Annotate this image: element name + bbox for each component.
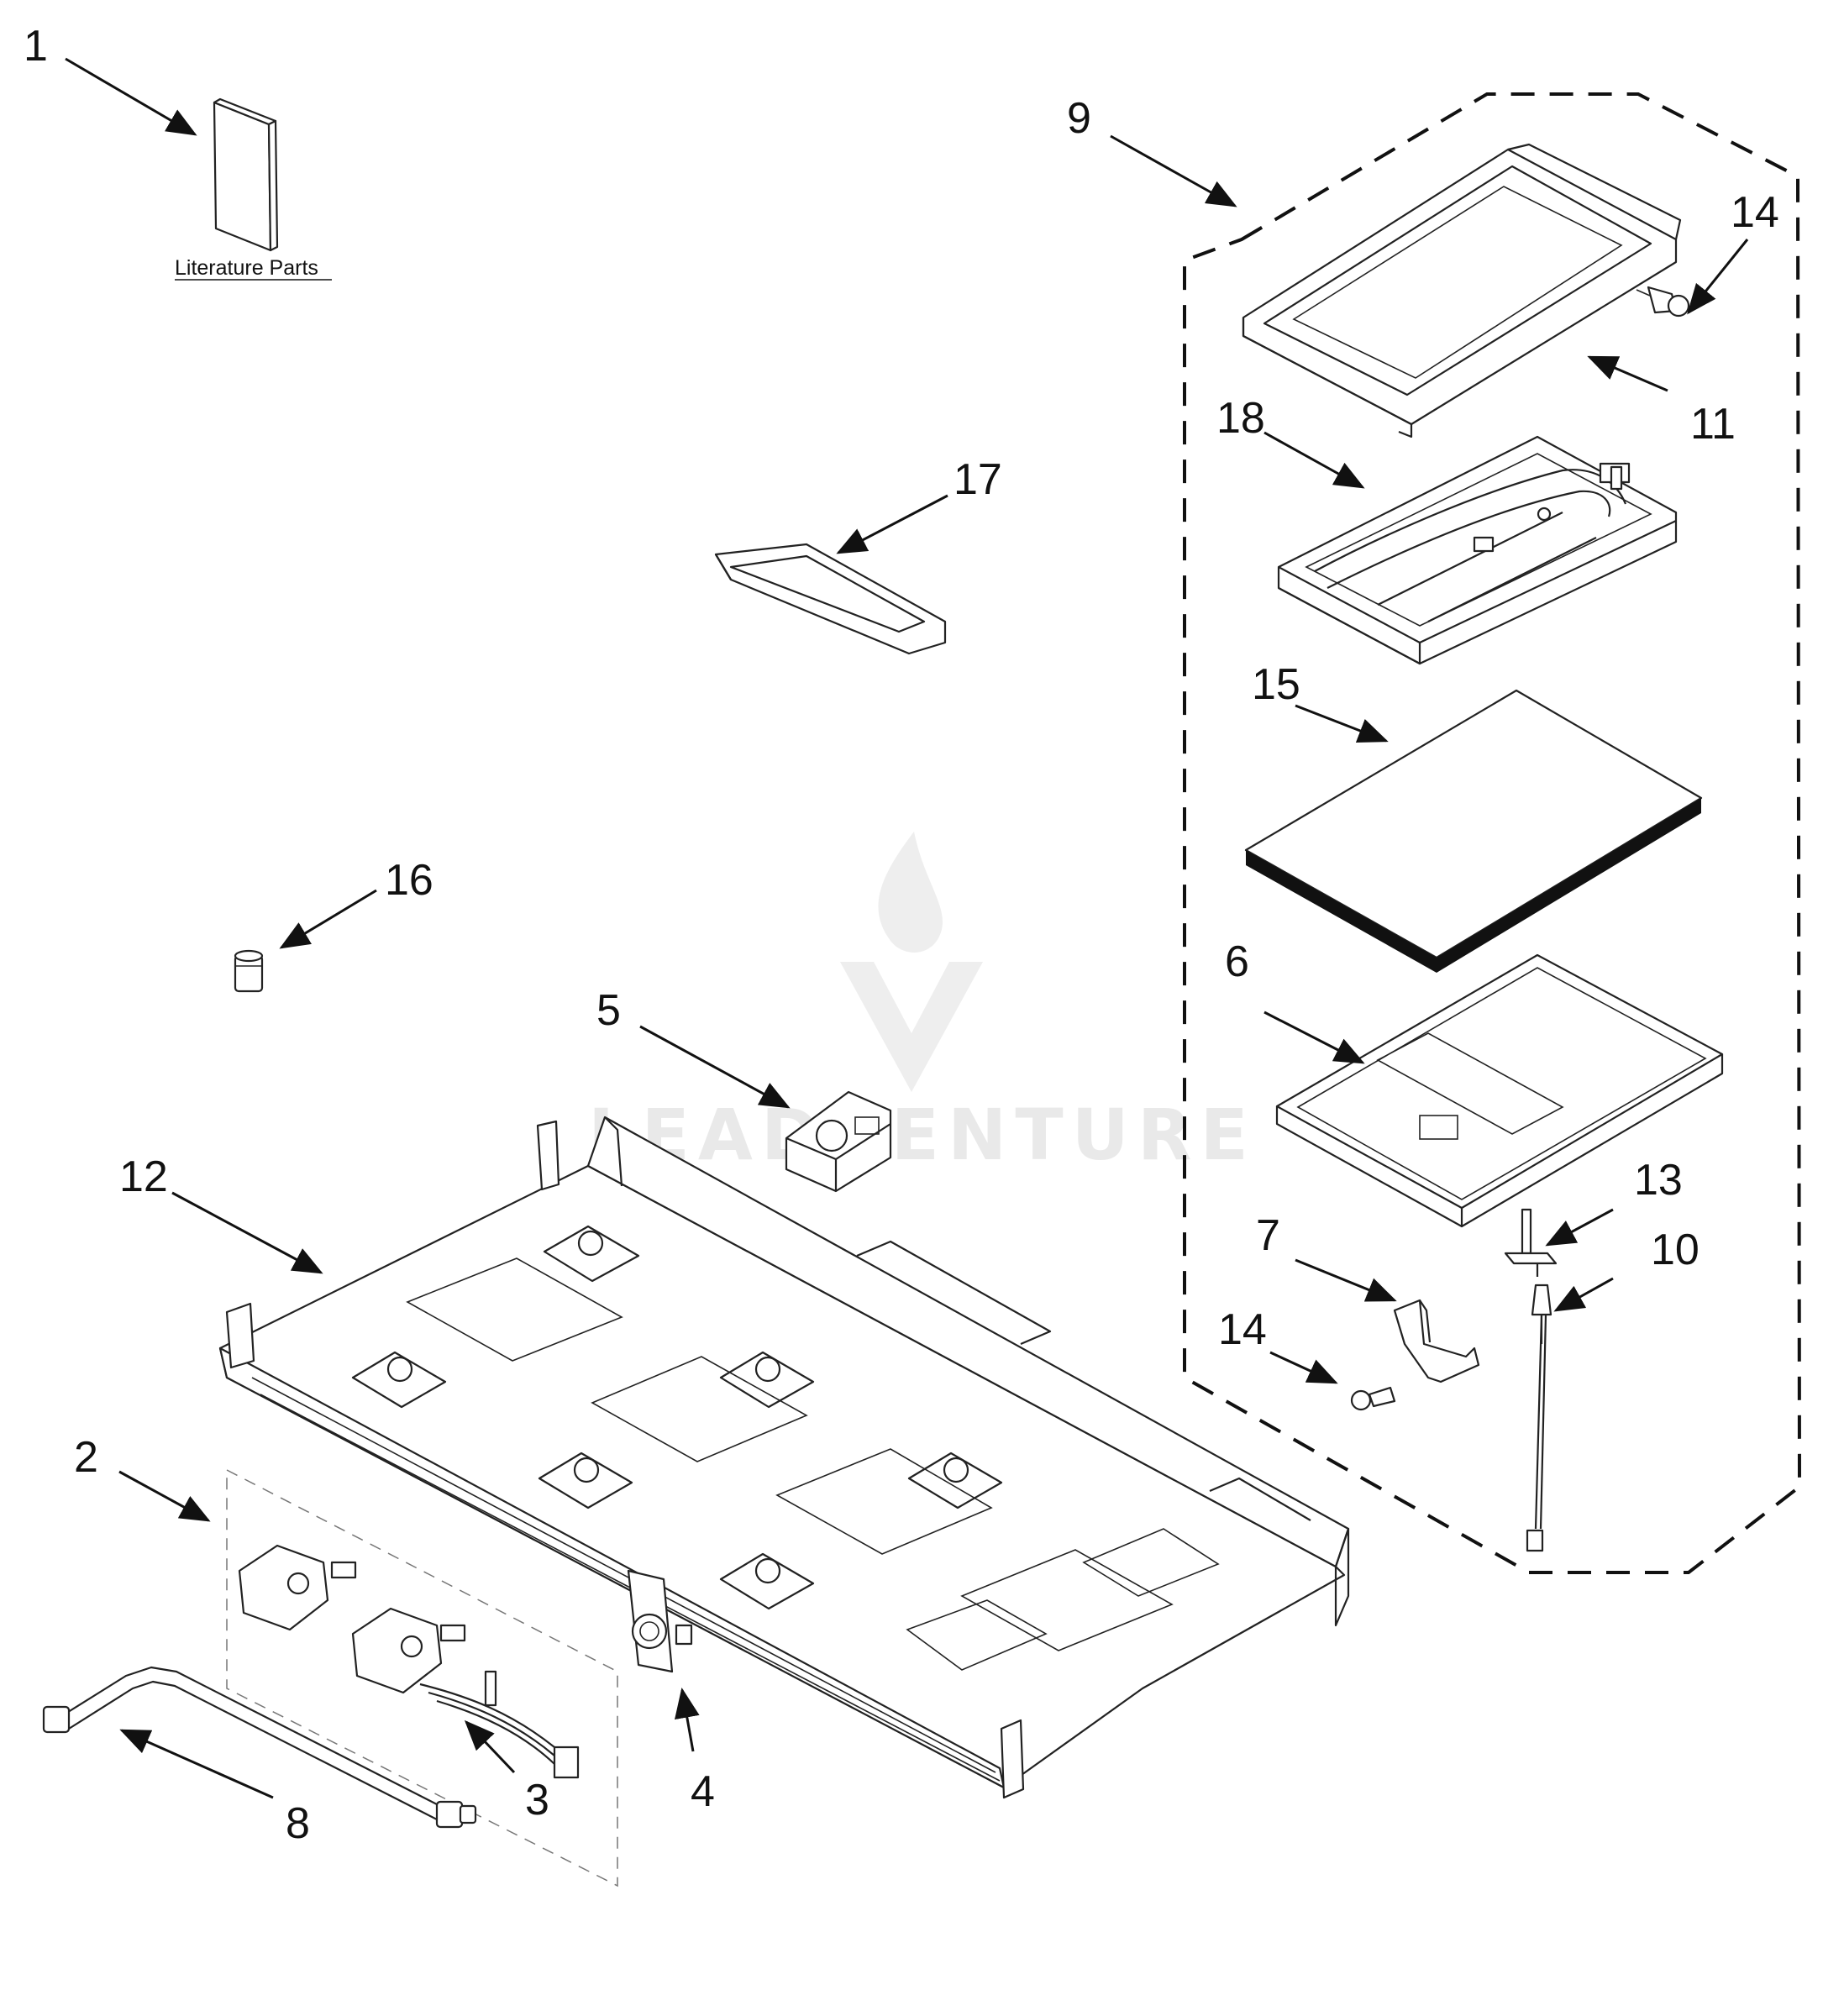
griddle-kit-boundary: [1183, 92, 1802, 1574]
callout-14-bottom: 14: [1218, 1305, 1267, 1354]
burner-seat-2: [351, 1351, 447, 1409]
callout-15: 15: [1252, 660, 1300, 709]
heating-element-frame: [1277, 435, 1678, 665]
literature-parts-label: Literature Parts: [175, 256, 318, 280]
burner-valve-assembly: [238, 1544, 580, 1779]
watermark-logo: [840, 832, 983, 1092]
watermark-text: LEADVENTURE: [588, 1094, 1257, 1176]
callout-5: 5: [596, 986, 621, 1035]
valve-assembly-region: [226, 1468, 618, 1887]
burner-box-port: [627, 1569, 693, 1673]
callout-16: 16: [385, 856, 433, 905]
screw-upper: [1636, 286, 1690, 318]
spark-module: [785, 1090, 892, 1193]
screw-lower: [1350, 1386, 1396, 1411]
burner-seat-6: [719, 1552, 815, 1610]
literature-parts-book: [213, 97, 279, 252]
temperature-probe: [1504, 1208, 1558, 1552]
grease-tray: [714, 543, 947, 655]
callout-18: 18: [1216, 394, 1265, 443]
burner-seat-3: [719, 1351, 815, 1409]
burner-base-pan: [218, 1116, 1350, 1799]
callout-8: 8: [286, 1799, 310, 1848]
callout-10: 10: [1651, 1226, 1700, 1274]
callout-3: 3: [525, 1776, 549, 1824]
callout-11: 11: [1690, 400, 1736, 449]
burner-seat-4: [538, 1452, 633, 1509]
callout-2: 2: [74, 1433, 98, 1482]
insulation-pad: [1244, 689, 1703, 973]
manifold-gas-tube: [42, 1666, 477, 1829]
callout-13: 13: [1634, 1156, 1683, 1205]
callout-1: 1: [24, 22, 48, 71]
callout-4: 4: [691, 1767, 715, 1816]
griddle-plate: [1242, 143, 1682, 438]
callout-12: 12: [119, 1152, 168, 1201]
callout-6: 6: [1225, 937, 1249, 986]
callout-9: 9: [1067, 94, 1091, 143]
mounting-bracket: [1393, 1299, 1480, 1383]
bottom-pan: [1275, 953, 1724, 1228]
orifice-fitting: [234, 949, 264, 993]
callout-7: 7: [1256, 1211, 1280, 1260]
burner-seat-1: [543, 1225, 640, 1283]
callout-14-top: 14: [1731, 188, 1779, 237]
callout-17: 17: [954, 455, 1002, 504]
burner-seat-5: [907, 1452, 1003, 1509]
